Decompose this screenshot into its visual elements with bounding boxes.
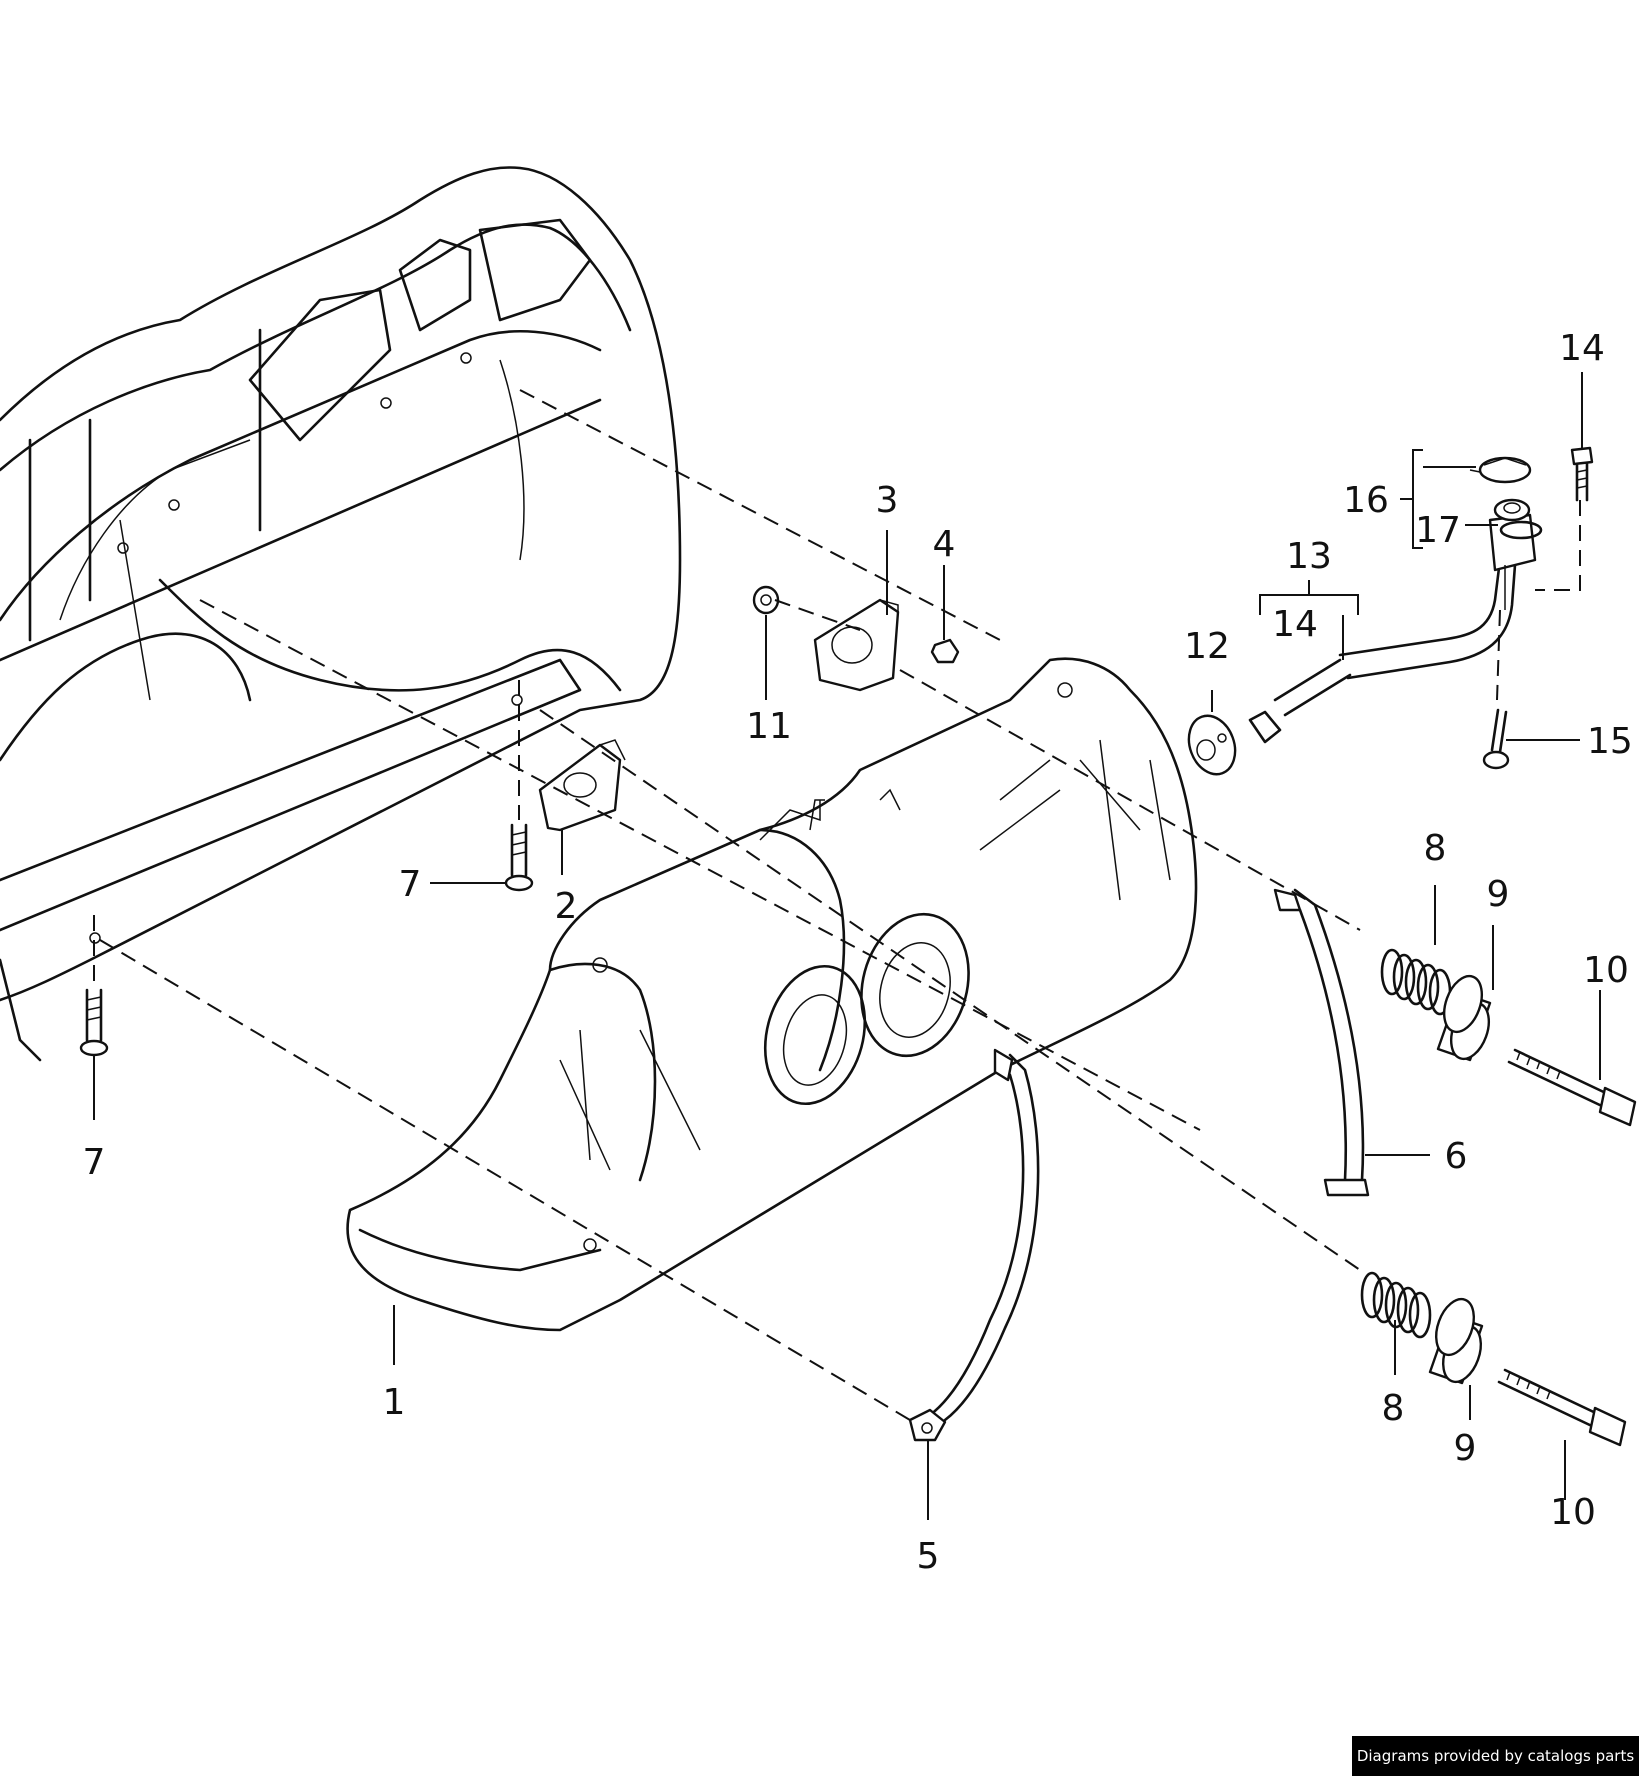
fuel-tank — [346, 657, 1198, 1332]
spring-8-lower — [1360, 1271, 1432, 1339]
callout-12: 12 — [1184, 626, 1230, 667]
callout-13: 13 — [1286, 536, 1332, 577]
callout-9-lower: 9 — [1454, 1428, 1477, 1469]
credit-badge: Diagrams provided by catalogs parts — [1352, 1736, 1639, 1776]
filler-cap-16 — [1469, 456, 1532, 484]
nut-4 — [930, 638, 960, 664]
bracket-2 — [538, 739, 626, 832]
callout-9-upper: 9 — [1487, 874, 1510, 915]
callout-7-left: 7 — [83, 1142, 106, 1183]
callout-1: 1 — [383, 1382, 406, 1423]
screw-15 — [1482, 708, 1510, 770]
assembly-lines — [93, 389, 1581, 1421]
callout-6: 6 — [1445, 1136, 1468, 1177]
bolt-14 — [1570, 446, 1594, 502]
bracket-3 — [813, 598, 900, 692]
spring-8-upper — [1380, 948, 1452, 1016]
bolt-7-left — [79, 988, 109, 1057]
callout-10-lower: 10 — [1550, 1492, 1596, 1533]
callout-8-upper: 8 — [1424, 828, 1447, 869]
callout-labels: 1 2 3 4 5 6 7 7 8 8 9 9 10 10 11 12 13 1… — [83, 328, 1633, 1577]
leader-lines — [93, 372, 1601, 1520]
nut-11 — [752, 585, 780, 615]
callout-2: 2 — [555, 886, 578, 927]
body-structure — [0, 166, 682, 1062]
callout-8-lower: 8 — [1382, 1388, 1405, 1429]
bolt-7-center — [504, 823, 534, 892]
bolt-10-lower — [1497, 1368, 1627, 1447]
callout-5: 5 — [917, 1536, 940, 1577]
grommet-12 — [1187, 714, 1237, 776]
callout-14-bolt: 14 — [1559, 328, 1605, 369]
callout-3: 3 — [876, 480, 899, 521]
callout-7-center: 7 — [399, 864, 422, 905]
callout-16: 16 — [1343, 480, 1389, 521]
callout-15: 15 — [1587, 721, 1633, 762]
callout-4: 4 — [933, 524, 956, 565]
bushing-9-upper — [1436, 974, 1492, 1062]
strap-6 — [1273, 888, 1370, 1197]
callout-10-upper: 10 — [1583, 950, 1629, 991]
callout-17: 17 — [1415, 510, 1461, 551]
callout-11: 11 — [746, 706, 792, 747]
callout-14-pipe: 14 — [1272, 604, 1318, 645]
strap-5 — [908, 1048, 1040, 1442]
bolt-10-upper — [1507, 1048, 1637, 1127]
bushing-9-lower — [1428, 1297, 1484, 1385]
seal-ring-17 — [1499, 520, 1543, 540]
filler-pipe-13 — [1248, 498, 1537, 744]
